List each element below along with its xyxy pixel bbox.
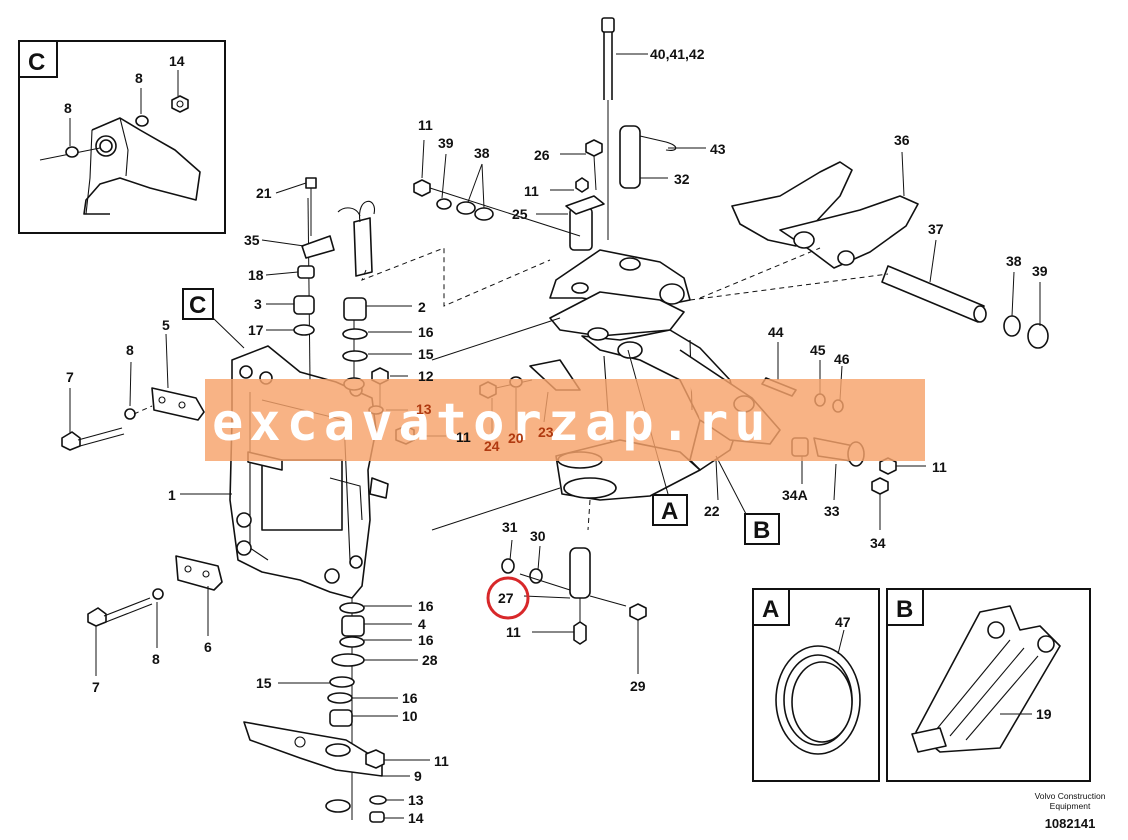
callout-7a: 7 <box>66 369 74 385</box>
detail-c-callout-8a: 8 <box>64 100 72 116</box>
main-a-label: A <box>652 494 688 526</box>
callout-46: 46 <box>834 351 850 367</box>
detail-c-panel: C 8 8 14 <box>18 40 226 234</box>
callout-33: 33 <box>824 503 840 519</box>
callout-30: 30 <box>530 528 546 544</box>
highlight-circle-part-27 <box>486 576 530 620</box>
callout-11a: 11 <box>418 117 433 133</box>
detail-a-panel: A 47 <box>752 588 880 782</box>
callout-17: 17 <box>248 322 264 338</box>
callout-15b: 15 <box>256 675 272 691</box>
callout-39b: 39 <box>1032 263 1048 279</box>
svg-text:B: B <box>753 517 770 544</box>
callout-16d: 16 <box>402 690 418 706</box>
callout-5: 5 <box>162 317 170 333</box>
callout-19: 19 <box>1036 706 1052 722</box>
manufacturer-label: Volvo Construction Equipment <box>1034 791 1106 811</box>
callout-20: 20 <box>508 430 524 446</box>
callout-44: 44 <box>768 324 784 340</box>
callout-18: 18 <box>248 267 264 283</box>
callout-11e: 11 <box>506 624 521 640</box>
callout-13b: 13 <box>408 792 424 808</box>
callout-38b: 38 <box>1006 253 1022 269</box>
pin-27-assembly <box>486 539 647 674</box>
main-b-label: B <box>744 513 780 545</box>
callout-16a: 16 <box>418 324 434 340</box>
callout-16c: 16 <box>418 632 434 648</box>
callout-11f: 11 <box>434 753 449 769</box>
detail-b-letter: B <box>896 596 913 623</box>
callout-2: 2 <box>418 299 426 315</box>
drawing-number: 1082141 <box>1044 816 1096 831</box>
callout-1: 1 <box>168 487 176 503</box>
callout-25: 25 <box>512 206 528 222</box>
callout-40-41-42: 40,41,42 <box>650 46 705 62</box>
callout-3: 3 <box>254 296 262 312</box>
callout-4: 4 <box>418 616 426 632</box>
callout-45: 45 <box>810 342 826 358</box>
callout-38a: 38 <box>474 145 490 161</box>
callout-16b: 16 <box>418 598 434 614</box>
callout-15a: 15 <box>418 346 434 362</box>
callout-23: 23 <box>538 424 554 440</box>
callout-34: 34 <box>870 535 886 551</box>
svg-text:C: C <box>189 292 206 319</box>
detail-b-panel: B 19 <box>886 588 1091 782</box>
callout-47: 47 <box>835 614 851 630</box>
callout-12: 12 <box>418 368 434 384</box>
upper-bushing-stack <box>293 177 551 391</box>
callout-numbers: 1 2 3 4 5 6 7 7 8 8 9 10 11 11 11 11 11 … <box>66 46 1048 826</box>
callout-6: 6 <box>204 639 212 655</box>
callout-26: 26 <box>534 147 550 163</box>
callout-27: 27 <box>498 590 514 606</box>
callout-29: 29 <box>630 678 646 694</box>
detail-c-callout-8b: 8 <box>135 70 143 86</box>
watermark-band: excavatorzap.ru <box>205 379 925 461</box>
callout-35: 35 <box>244 232 260 248</box>
callout-22: 22 <box>704 503 720 519</box>
detail-c-letter: C <box>28 49 45 76</box>
detail-a-letter: A <box>762 596 779 623</box>
plate-part-5-assembly <box>61 333 205 451</box>
callout-7b: 7 <box>92 679 100 695</box>
watermark-text: excavatorzap.ru <box>212 393 772 453</box>
callout-24: 24 <box>484 438 500 454</box>
callout-39a: 39 <box>438 135 454 151</box>
callout-43: 43 <box>710 141 726 157</box>
callout-8a: 8 <box>126 342 134 358</box>
callout-34a: 34A <box>782 487 808 503</box>
callout-32: 32 <box>674 171 690 187</box>
callout-8b: 8 <box>152 651 160 667</box>
lower-bushing-stack <box>243 598 430 823</box>
plate-part-6-assembly <box>87 555 223 676</box>
callout-21: 21 <box>256 185 272 201</box>
callout-11c: 11 <box>456 429 471 445</box>
main-c-label: C <box>182 288 245 349</box>
callout-37: 37 <box>928 221 944 237</box>
callout-11b: 11 <box>524 183 539 199</box>
callout-10: 10 <box>402 708 418 724</box>
detail-c-callout-14: 14 <box>169 53 185 69</box>
svg-text:A: A <box>661 498 678 525</box>
callout-31: 31 <box>502 519 518 535</box>
callout-13a: 13 <box>416 401 432 417</box>
callout-28: 28 <box>422 652 438 668</box>
swing-link-assembly <box>689 151 1049 349</box>
callout-9: 9 <box>414 768 422 784</box>
callout-36: 36 <box>894 132 910 148</box>
callout-11d: 11 <box>932 459 947 475</box>
callout-14: 14 <box>408 810 424 826</box>
